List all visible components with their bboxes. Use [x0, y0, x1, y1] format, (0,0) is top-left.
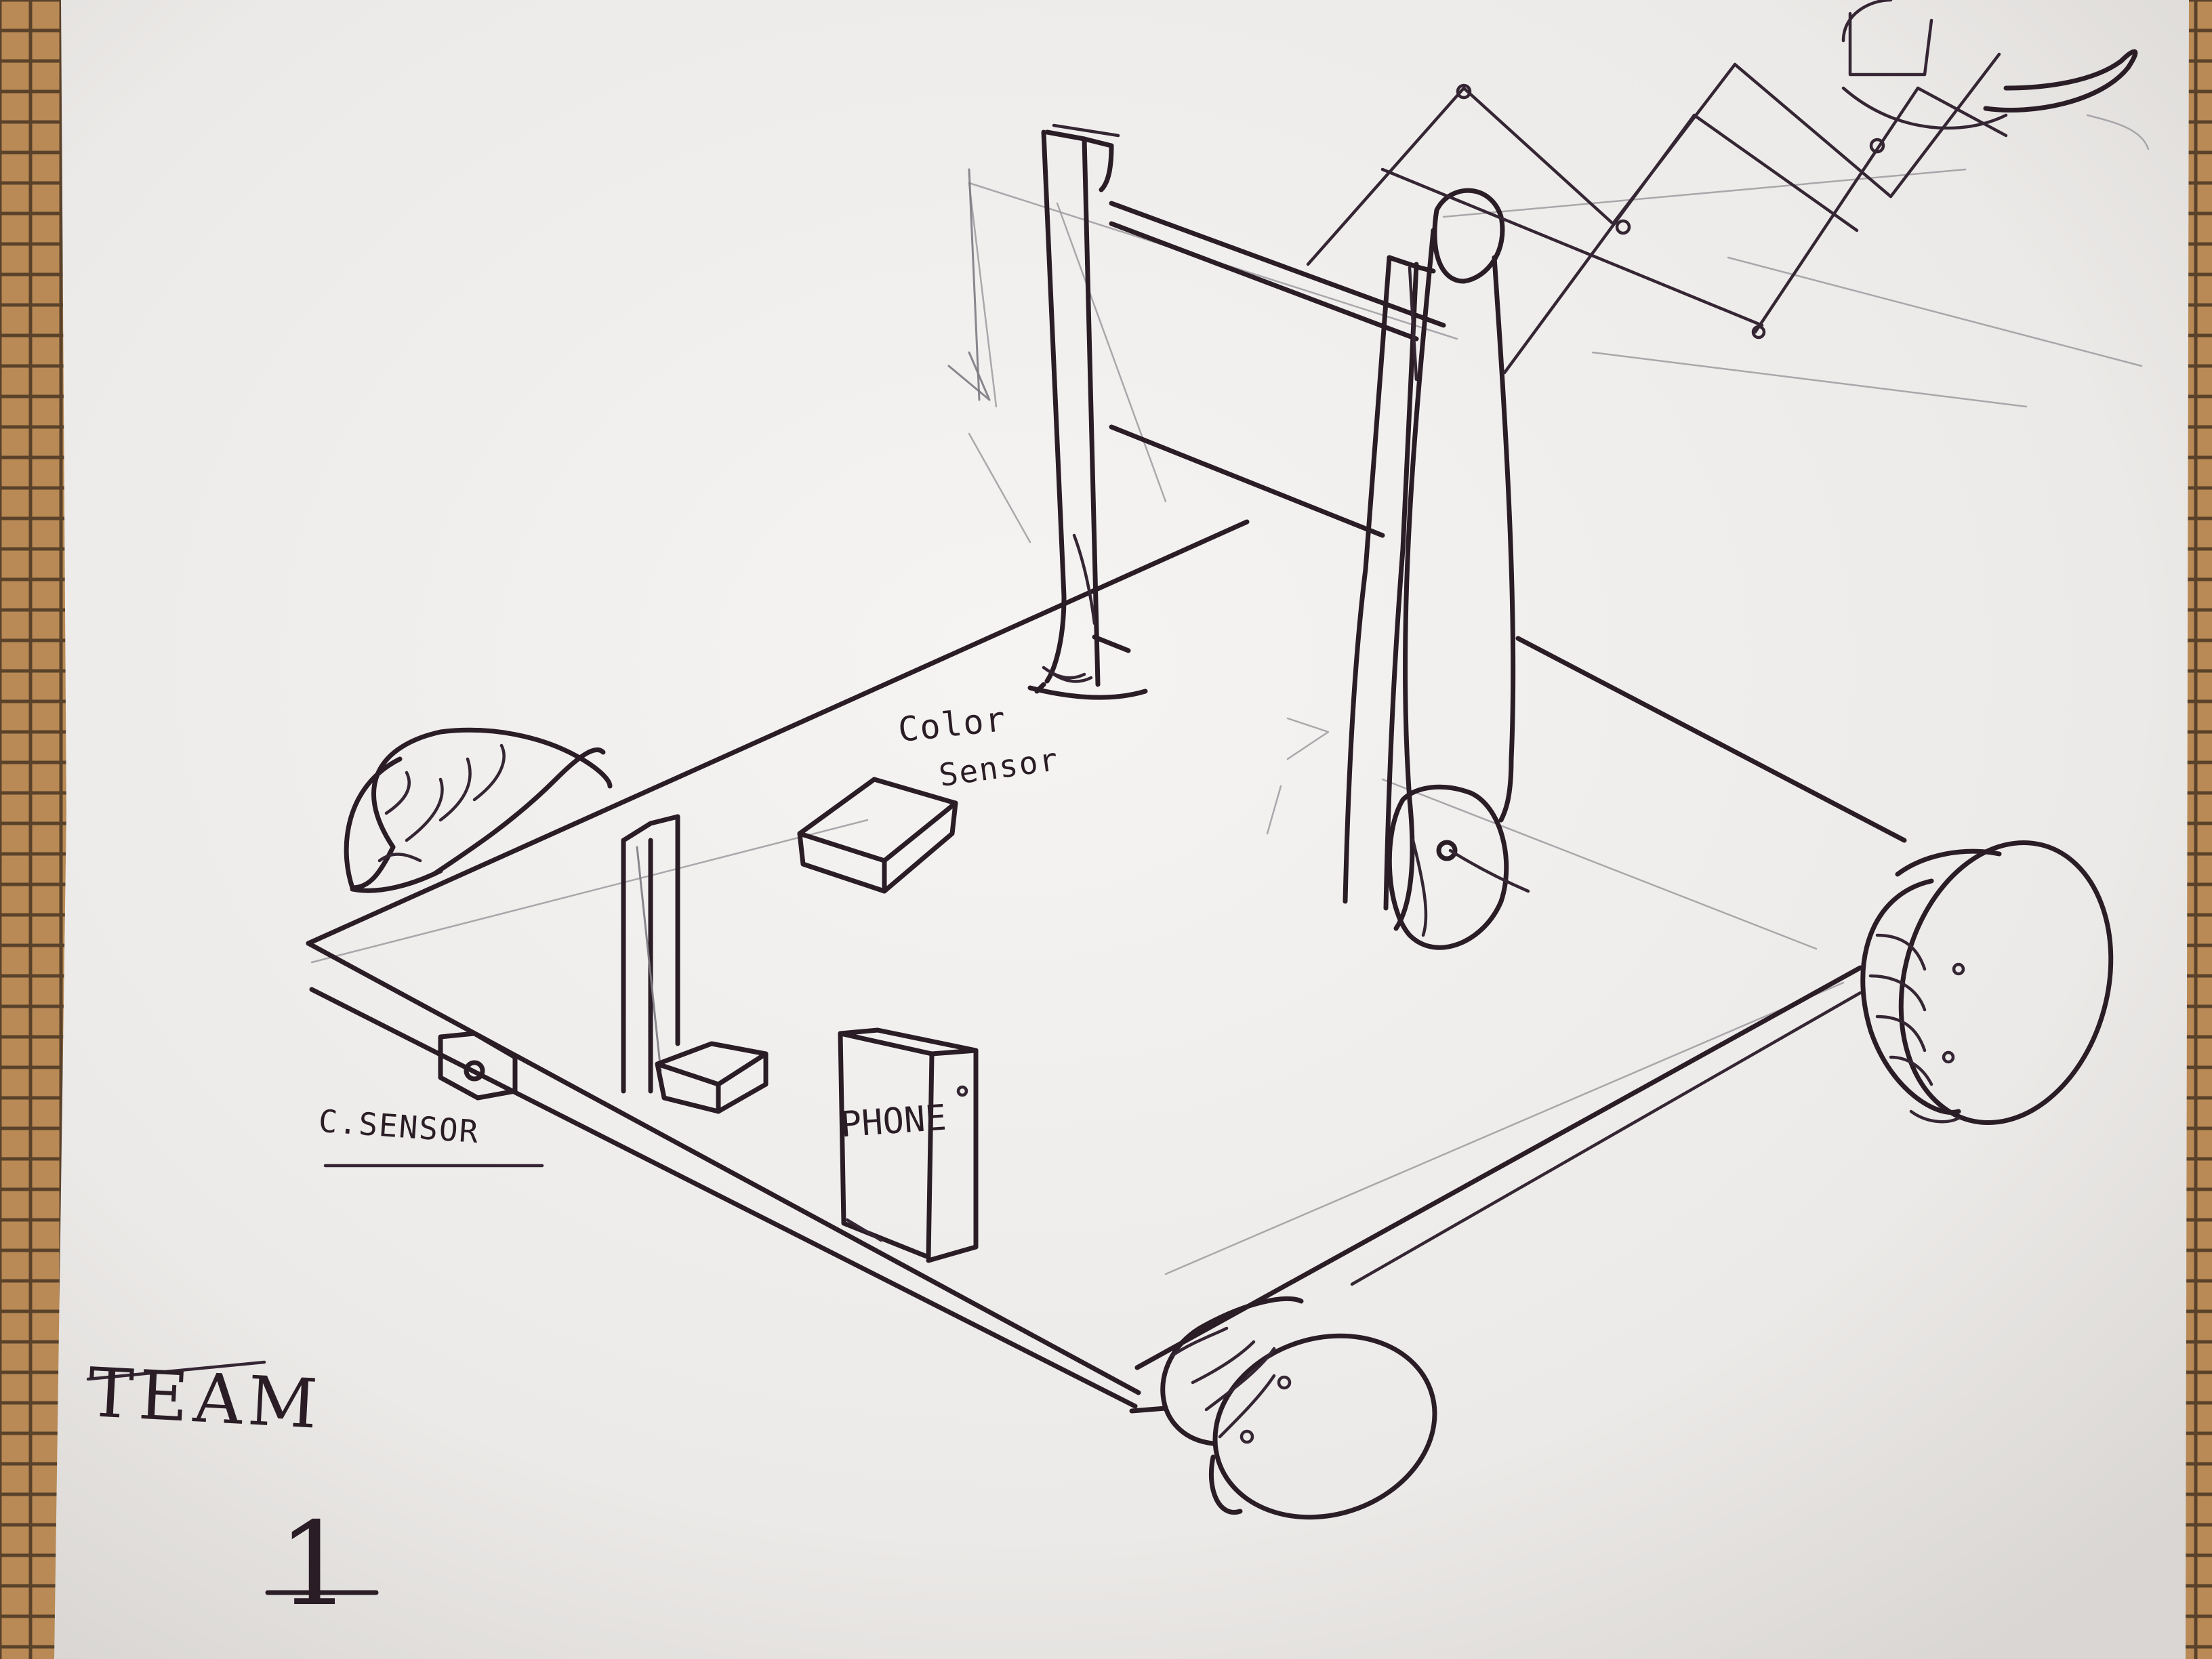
phone-label: PHONE: [839, 1098, 947, 1146]
color-sensor-block: [800, 779, 956, 891]
sensor-post: [623, 817, 766, 1111]
team-number-label: 1: [278, 1498, 352, 1632]
wheel-front-right: [1863, 819, 2141, 1146]
pencil-guidelines: [312, 169, 2142, 1274]
chassis-base: [308, 522, 1904, 1411]
wheel-front-left: [1163, 1298, 1458, 1544]
tower-crossbars: [1111, 203, 1443, 535]
lift-tower-right: [1345, 190, 1528, 947]
team-label: TEAM: [86, 1353, 325, 1444]
scissor-lift-arm: [1308, 0, 2148, 373]
phone-mount: [840, 1030, 976, 1261]
